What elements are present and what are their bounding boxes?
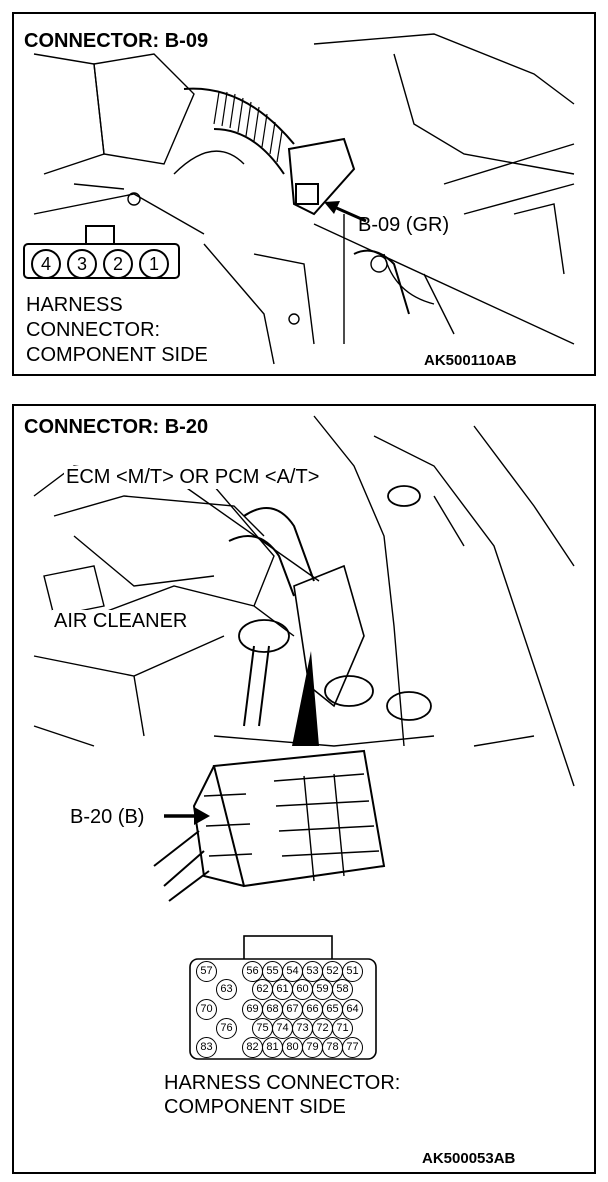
air-cleaner-label: AIR CLEANER (52, 610, 190, 633)
connector-pin: 68 (262, 999, 283, 1020)
connector-callout-label: B-09 (GR) (358, 214, 450, 236)
connector-pin: 52 (322, 961, 343, 982)
connector-pin: 62 (252, 979, 273, 1000)
engine-bay-illustration-b20 (33, 415, 575, 1060)
connector-pin: 63 (216, 979, 237, 1000)
connector-pin: 66 (302, 999, 323, 1020)
connector-b20-panel: CONNECTOR: B-20 ECM <M/T> OR PCM <A/T> A… (12, 404, 596, 1174)
side-label-line: HARNESS (26, 294, 123, 316)
connector-pin: 75 (252, 1018, 273, 1039)
connector-pin: 56 (242, 961, 263, 982)
connector-pin: 77 (342, 1037, 363, 1058)
side-label-line: CONNECTOR: (26, 319, 161, 341)
image-code: AK500110AB (424, 352, 517, 369)
connector-pin: 82 (242, 1037, 263, 1058)
image-code: AK500053AB (422, 1150, 516, 1167)
connector-pin: 54 (282, 961, 303, 982)
connector-pin: 64 (342, 999, 363, 1020)
connector-pin: 67 (282, 999, 303, 1020)
side-label-line: COMPONENT SIDE (164, 1096, 346, 1118)
connector-key-tab (85, 225, 115, 245)
ecm-pcm-label: ECM <M/T> OR PCM <A/T> (64, 466, 322, 489)
connector-pin: 76 (216, 1018, 237, 1039)
engine-bay-illustration-b09 (23, 33, 575, 365)
connector-pin: 70 (196, 999, 217, 1020)
connector-pin: 53 (302, 961, 323, 982)
connector-pin: 78 (322, 1037, 343, 1058)
connector-pin: 81 (262, 1037, 283, 1058)
connector-pin: 51 (342, 961, 363, 982)
side-label-line: HARNESS CONNECTOR: (164, 1072, 401, 1094)
connector-pin: 4 (31, 249, 61, 279)
connector-pin: 2 (103, 249, 133, 279)
connector-title: CONNECTOR: B-09 (24, 30, 209, 52)
connector-pin: 65 (322, 999, 343, 1020)
connector-pin: 71 (332, 1018, 353, 1039)
connector-pin: 73 (292, 1018, 313, 1039)
connector-title: CONNECTOR: B-20 (24, 416, 209, 438)
connector-pin: 1 (139, 249, 169, 279)
connector-pin: 57 (196, 961, 217, 982)
connector-key-tab (243, 935, 333, 962)
connector-pin: 83 (196, 1037, 217, 1058)
side-label-line: COMPONENT SIDE (26, 344, 208, 366)
connector-pin: 72 (312, 1018, 333, 1039)
connector-b09-panel: CONNECTOR: B-09 B-09 (GR) 4 3 2 1 HARNES… (12, 12, 596, 376)
connector-pin: 58 (332, 979, 353, 1000)
connector-pin: 74 (272, 1018, 293, 1039)
connector-callout-label: B-20 (B) (70, 806, 145, 828)
connector-pin: 60 (292, 979, 313, 1000)
connector-pin: 59 (312, 979, 333, 1000)
connector-pin: 3 (67, 249, 97, 279)
connector-pin: 61 (272, 979, 293, 1000)
connector-pin: 80 (282, 1037, 303, 1058)
connector-pin: 69 (242, 999, 263, 1020)
connector-pin: 79 (302, 1037, 323, 1058)
